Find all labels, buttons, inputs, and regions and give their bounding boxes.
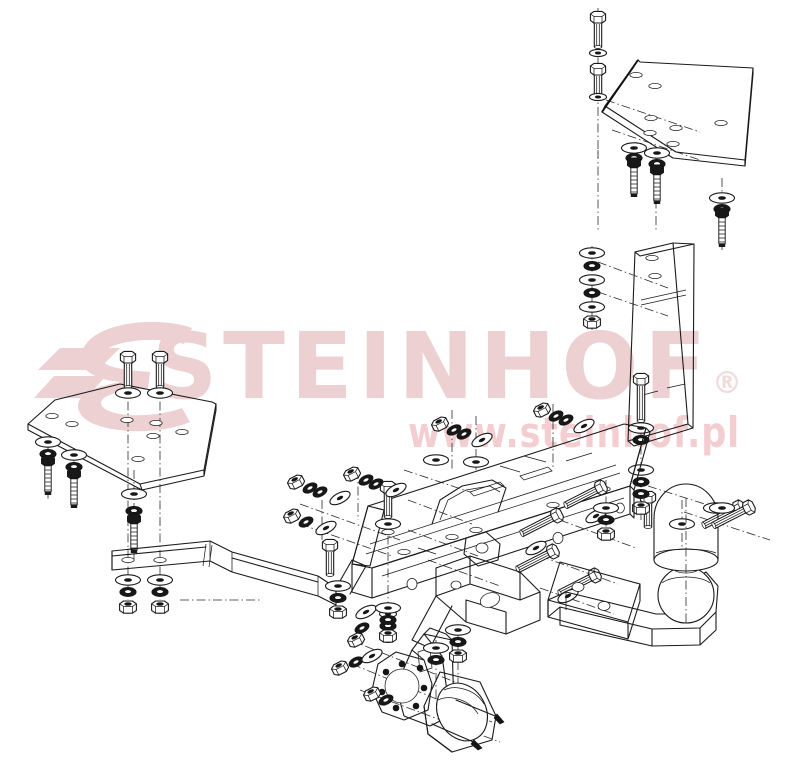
vertical-strap-fasteners bbox=[578, 247, 657, 530]
lower-beam-fasteners bbox=[321, 538, 472, 665]
side-arm-fasteners bbox=[114, 574, 174, 614]
left-plate bbox=[27, 383, 217, 491]
left-plate-fasteners bbox=[34, 350, 174, 554]
top-right-plate bbox=[601, 59, 754, 167]
socket bbox=[423, 671, 505, 753]
side-arm bbox=[111, 540, 367, 606]
cross-beam-top-fasteners bbox=[422, 400, 597, 468]
cross-beam bbox=[351, 423, 651, 599]
top-right-plate-fasteners bbox=[588, 10, 736, 248]
vertical-strap bbox=[627, 242, 695, 447]
bracket-tab bbox=[411, 531, 541, 649]
cross-beam-left-fasteners bbox=[281, 464, 409, 538]
assembly-detail-lines bbox=[417, 455, 547, 555]
